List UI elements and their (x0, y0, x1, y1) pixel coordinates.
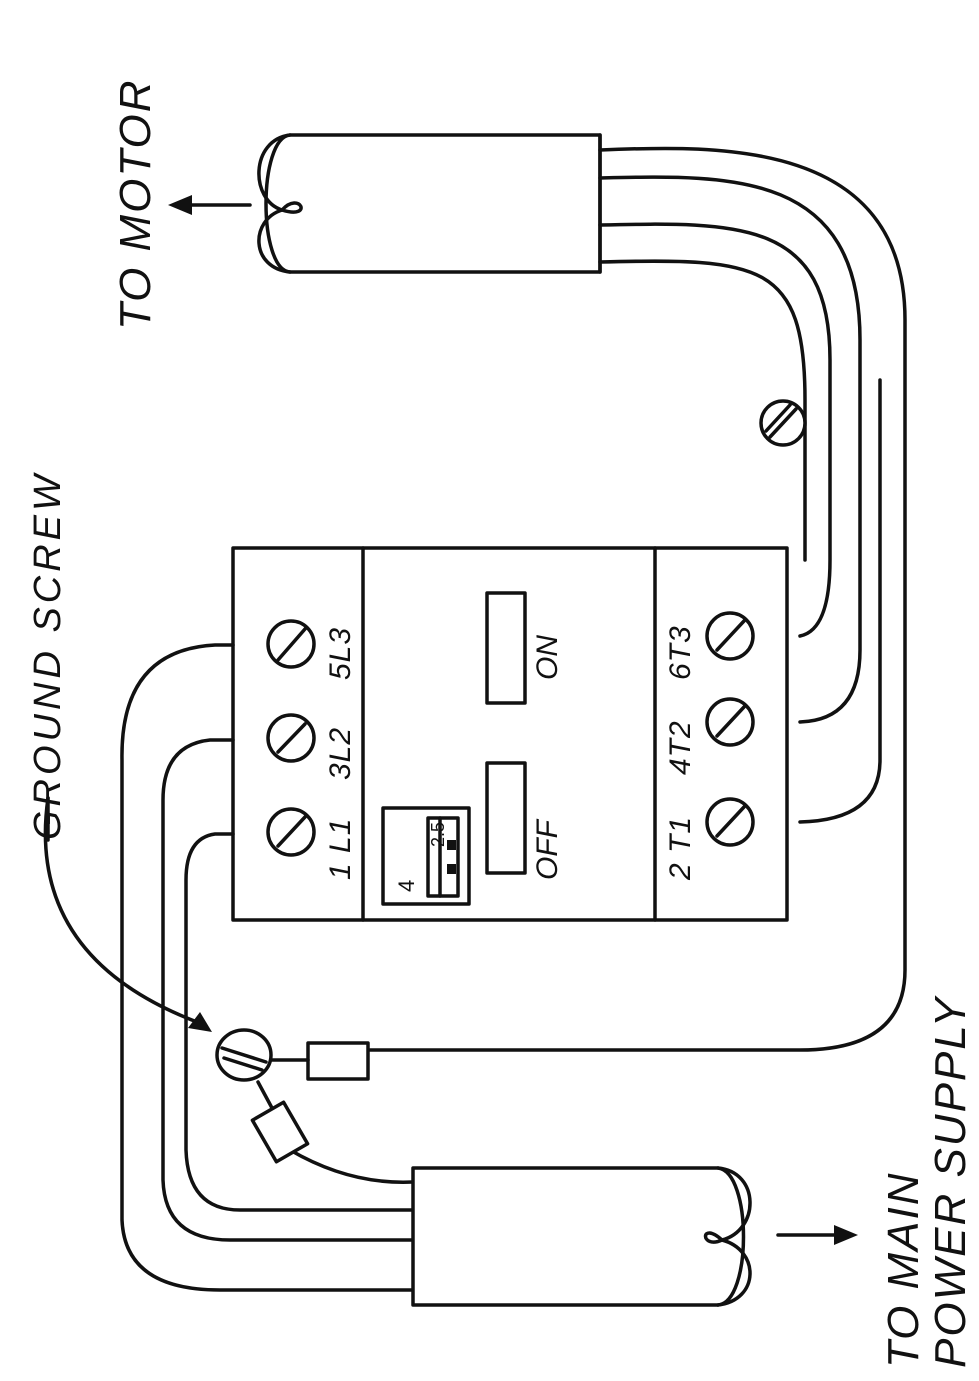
off-button-label: OFF (531, 818, 564, 880)
terminal-label-1l1: 1 L1 (324, 818, 357, 880)
ground-screw-label: GROUND SCREW (27, 471, 69, 840)
motor-cable (257, 133, 602, 274)
power-supply-label: POWER SUPPLY (926, 995, 975, 1368)
motor-arrow (168, 195, 252, 215)
ground-leader (43, 796, 212, 1032)
supply-arrow (776, 1225, 858, 1245)
ground-connector (250, 1041, 370, 1164)
supply-wires (120, 643, 415, 1292)
on-button[interactable] (485, 591, 527, 705)
terminal-label-3l2: 3L2 (324, 727, 357, 780)
on-button-label: ON (531, 635, 564, 680)
terminal-label-5l3: 5L3 (324, 627, 357, 680)
line-terminal-screws (266, 619, 316, 857)
dial-label-high: 2.5 (428, 822, 448, 847)
supply-cable (411, 1166, 752, 1307)
motor-wires (368, 146, 907, 1052)
terminal-label-6t3: 6T3 (664, 625, 697, 680)
off-button[interactable] (485, 761, 527, 875)
mounting-screw (759, 399, 807, 447)
to-motor-label: TO MOTOR (111, 79, 160, 331)
terminal-label-4t2: 4T2 (664, 720, 697, 775)
load-terminal-screws (705, 611, 755, 847)
terminal-label-2t1: 2 T1 (664, 816, 697, 881)
overload-dial[interactable] (381, 806, 471, 906)
ground-screw (215, 1028, 273, 1082)
dial-label-low: 4 (394, 880, 419, 892)
to-main-label: TO MAIN (879, 1171, 928, 1368)
